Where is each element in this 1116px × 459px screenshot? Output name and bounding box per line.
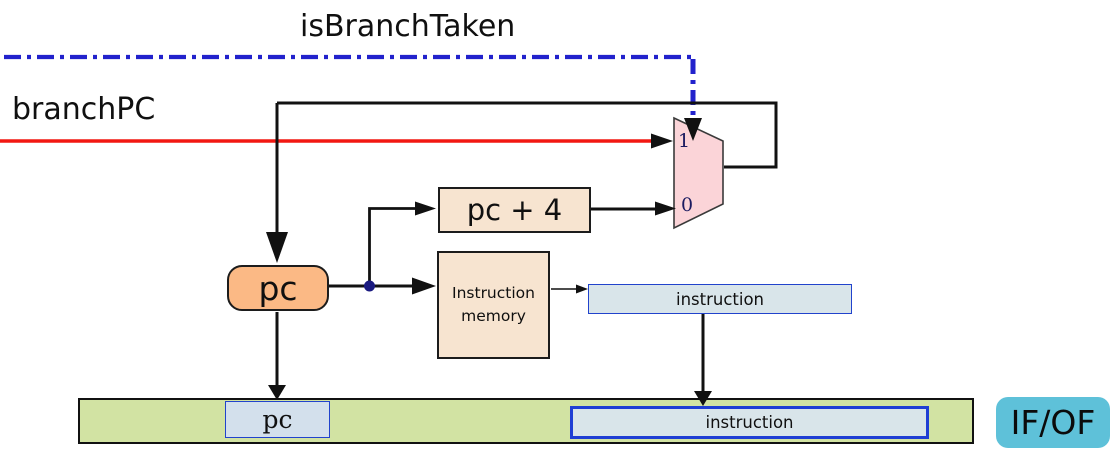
branchpc-arrowhead [651, 133, 673, 149]
instruction-wire-label: instruction [675, 289, 765, 309]
instruction-register-field: instruction [570, 406, 929, 439]
instruction-register-label: instruction [705, 413, 794, 432]
adder-input-arrowhead [415, 201, 436, 216]
imem-input-arrowhead [412, 277, 436, 295]
branchpc-label: branchPC [12, 92, 156, 127]
pc-block: pc [227, 265, 329, 311]
mux0-input-arrowhead [655, 201, 676, 216]
stage-label-badge: IF/OF [996, 397, 1110, 448]
pc-to-adder-wire [368, 207, 418, 286]
pc-plus-4-label: pc + 4 [466, 193, 563, 227]
mux-input-0-label: 0 [681, 194, 694, 216]
mux-shape [673, 116, 724, 230]
isbranchtaken-label: isBranchTaken [300, 9, 516, 44]
mux-input-1-label: 1 [678, 130, 691, 152]
pc-label: pc [258, 268, 298, 308]
pc-plus-4-block: pc + 4 [438, 187, 591, 233]
isbranchtaken-arrowhead [684, 118, 702, 141]
pc-register-arrowhead [268, 385, 286, 400]
instruction-memory-block: Instruction memory [437, 251, 550, 359]
pc-input-arrowhead [266, 232, 288, 263]
instruction-input-arrowhead [576, 284, 588, 294]
pc-register-label: pc [262, 405, 293, 434]
stage-label: IF/OF [1010, 403, 1096, 442]
junction-dot [364, 280, 375, 292]
instruction-memory-label-line2: memory [461, 307, 526, 325]
instruction-register-arrowhead [694, 391, 712, 406]
mux-output-feedback-wire [277, 101, 778, 169]
instruction-memory-label-line1: Instruction [452, 284, 535, 302]
pc-register-field: pc [225, 401, 330, 438]
instruction-wire-box: instruction [588, 284, 852, 314]
